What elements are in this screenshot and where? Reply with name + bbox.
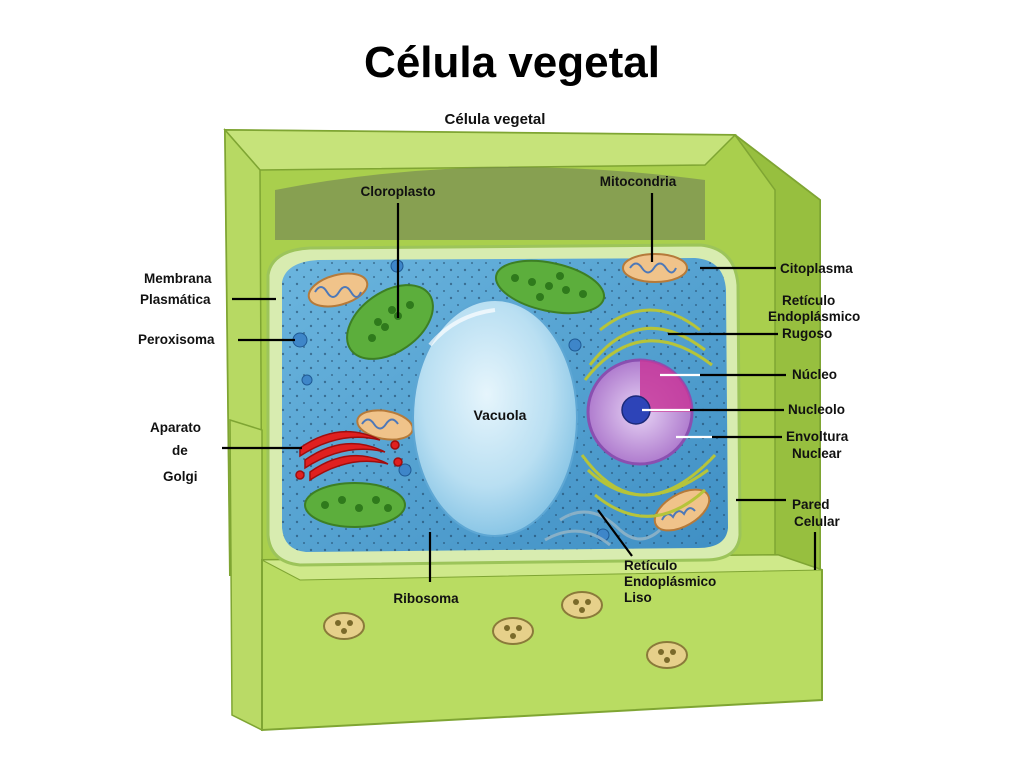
label-nucleolo-group: Nucleolo <box>642 402 845 417</box>
label-membrana-1: Membrana <box>144 271 212 286</box>
mitochondria <box>307 253 711 532</box>
label-ribosoma: Ribosoma <box>393 591 459 606</box>
leader-line <box>597 509 633 557</box>
label-mitocondria: Mitocondria <box>600 174 677 189</box>
label-golgi-group: Aparato de Golgi <box>150 420 302 484</box>
label-envoltura-2: Nuclear <box>792 446 842 461</box>
rough-endoplasmic-reticulum <box>580 308 717 518</box>
label-cloroplasto-group: Cloroplasto <box>360 184 436 318</box>
label-nucleo-group: Núcleo <box>660 367 837 382</box>
label-nucleolo: Nucleolo <box>788 402 845 417</box>
label-pared-group: Pared Celular <box>736 497 841 570</box>
label-reticulo-liso-3: Liso <box>624 590 652 605</box>
label-reticulo-rugoso-group: Retículo Endoplásmico Rugoso <box>668 293 860 341</box>
label-membrana-2: Plasmática <box>140 292 211 307</box>
label-reticulo-liso-group: Retículo Endoplásmico Liso <box>597 509 716 605</box>
golgi-apparatus <box>295 430 403 482</box>
label-citoplasma-group: Citoplasma <box>700 261 853 276</box>
smooth-endoplasmic-reticulum <box>544 510 662 547</box>
label-reticulo-rugoso-2: Endoplásmico <box>768 309 860 324</box>
plasmodesmata <box>323 591 688 669</box>
label-reticulo-liso-2: Endoplásmico <box>624 574 716 589</box>
label-pared-2: Celular <box>794 514 841 529</box>
label-envoltura-group: Envoltura Nuclear <box>676 429 849 461</box>
label-peroxisoma-group: Peroxisoma <box>138 332 295 347</box>
nucleus <box>586 358 694 466</box>
label-reticulo-rugoso-3: Rugoso <box>782 326 832 341</box>
label-ribosoma-group: Ribosoma <box>393 532 459 606</box>
label-reticulo-rugoso-1: Retículo <box>782 293 835 308</box>
label-peroxisoma: Peroxisoma <box>138 332 215 347</box>
label-golgi-2: de <box>172 443 188 458</box>
label-citoplasma: Citoplasma <box>780 261 853 276</box>
label-cloroplasto: Cloroplasto <box>360 184 435 199</box>
chloroplast <box>304 259 606 528</box>
label-vacuola: Vacuola <box>474 407 527 423</box>
vacuole <box>412 299 578 537</box>
diagram-title: Célula vegetal <box>445 111 546 128</box>
label-reticulo-liso-1: Retículo <box>624 558 677 573</box>
label-nucleo: Núcleo <box>792 367 837 382</box>
label-golgi-1: Aparato <box>150 420 201 435</box>
label-golgi-3: Golgi <box>163 469 198 484</box>
slide-title: Célula vegetal <box>364 38 660 87</box>
label-envoltura-1: Envoltura <box>786 429 849 444</box>
label-pared-1: Pared <box>792 497 830 512</box>
label-mitocondria-group: Mitocondria <box>600 174 677 262</box>
label-membrana-group: Membrana Plasmática <box>140 271 276 307</box>
peroxisome <box>292 259 610 542</box>
